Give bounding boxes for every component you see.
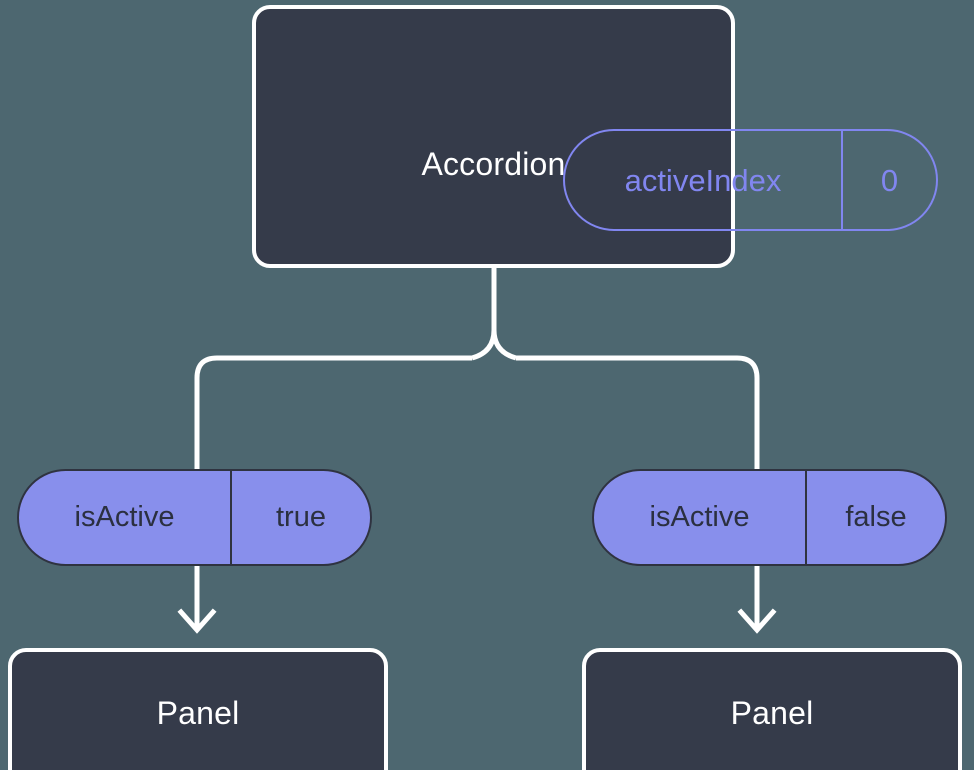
panel-left-title: Panel: [156, 695, 240, 731]
connector-notch-right: [491, 329, 517, 361]
component-node-accordion[interactable]: Accordion activeIndex 0: [252, 5, 938, 268]
component-node-panel-right[interactable]: Panel: [582, 648, 962, 770]
prop-key-is-active-right: isActive: [594, 471, 807, 564]
prop-value-is-active-right: false: [845, 501, 907, 533]
component-node-panel-left[interactable]: Panel: [8, 648, 388, 770]
state-value-active-index: 0: [880, 162, 899, 198]
arrow-left-pill-to-panel: [177, 566, 217, 634]
connector-branch-right: [516, 355, 760, 469]
arrow-right-pill-to-panel: [737, 566, 777, 634]
prop-pill-is-active-right[interactable]: isActive false: [592, 469, 947, 566]
prop-pill-is-active-left[interactable]: isActive true: [17, 469, 372, 566]
connector-notch-left: [471, 329, 497, 361]
state-key-active-index: activeIndex: [565, 131, 843, 229]
panel-right-title: Panel: [730, 695, 814, 731]
prop-key-is-active-left: isActive: [19, 471, 232, 564]
connector-branch-left: [194, 355, 472, 469]
accordion-title: Accordion: [421, 145, 566, 182]
state-pill-active-index[interactable]: activeIndex 0: [563, 129, 938, 231]
prop-value-is-active-left: true: [276, 501, 326, 533]
